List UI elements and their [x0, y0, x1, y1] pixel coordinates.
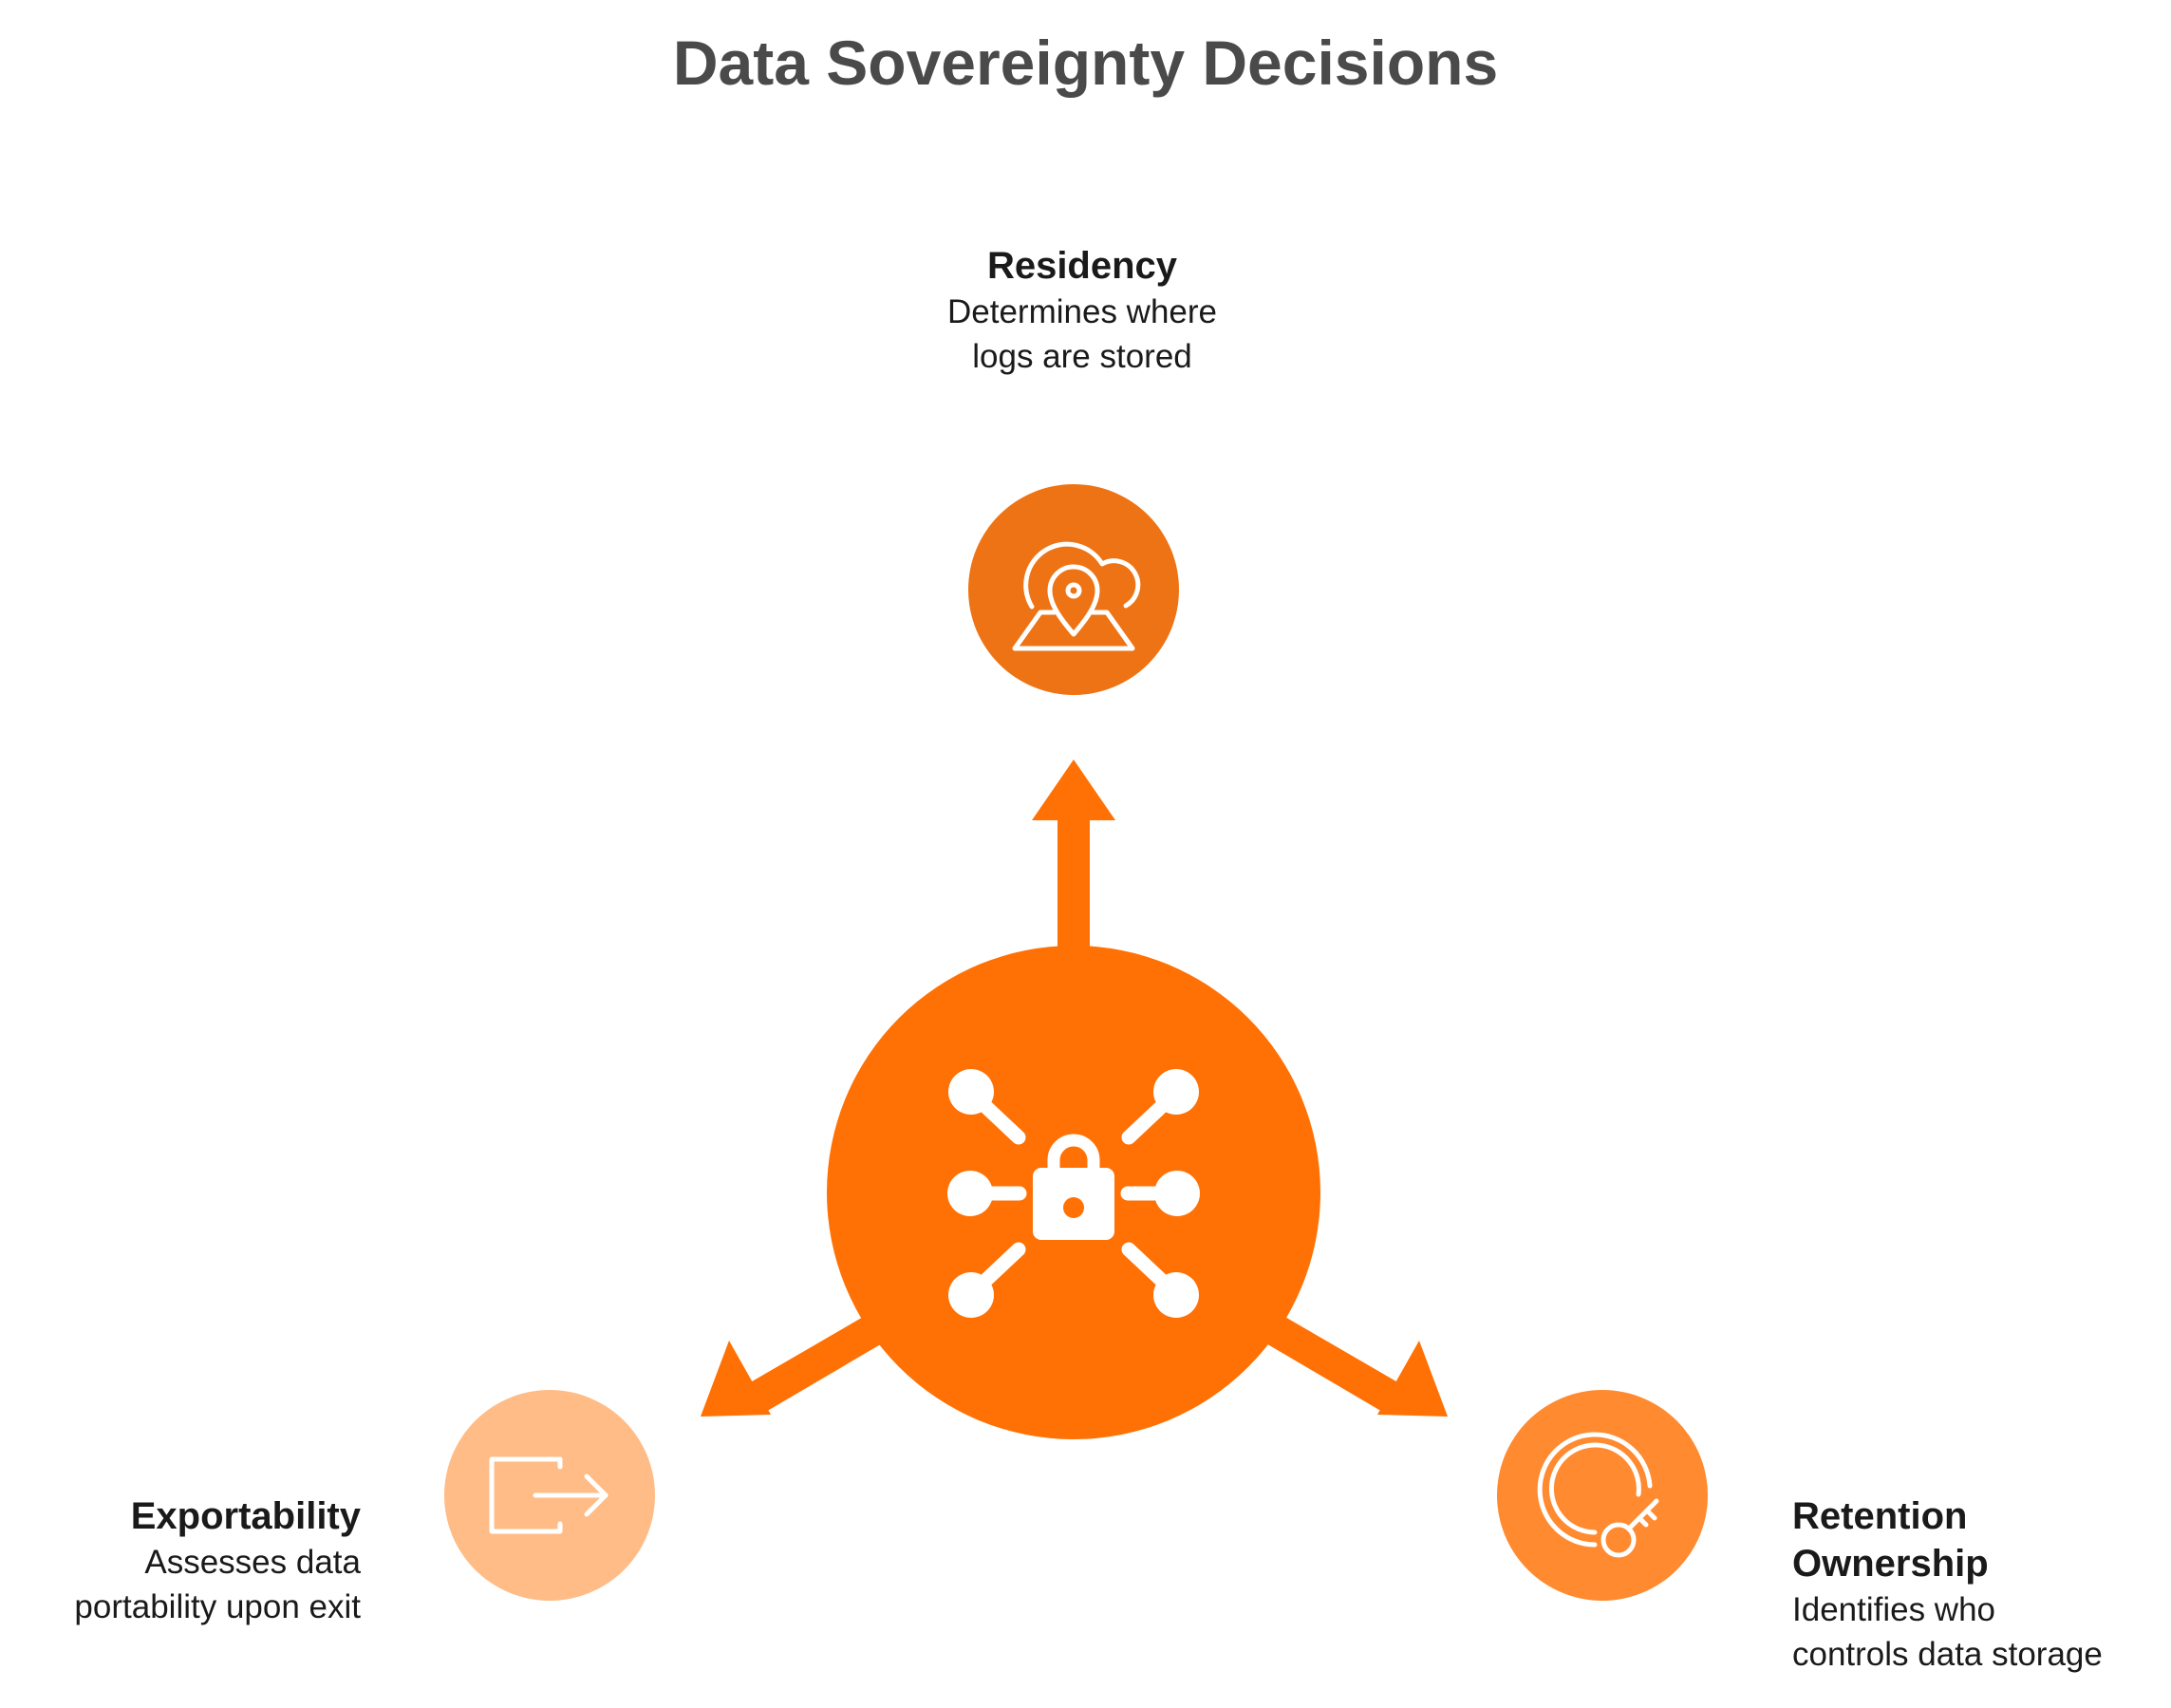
residency-description: Determines where logs are stored	[947, 293, 1217, 375]
residency-circle	[968, 484, 1179, 695]
retention-label: Retention Ownership Identifies who contr…	[1792, 1492, 2167, 1677]
residency-title: Residency	[986, 245, 1178, 287]
residency-label: Residency Determines where logs are stor…	[835, 242, 1329, 379]
retention-title: Retention Ownership	[1792, 1495, 1989, 1585]
arrow-up	[1032, 760, 1115, 959]
diagram-title: Data Sovereignty Decisions	[672, 28, 1499, 98]
retention-description: Identifies who controls data storage	[1792, 1591, 2103, 1673]
retention-circle	[1497, 1390, 1708, 1601]
exportability-description: Assesses data portability upon exit	[74, 1544, 361, 1625]
exportability-label: Exportability Assesses data portability …	[0, 1492, 361, 1629]
network-lock-icon	[947, 1069, 1200, 1318]
key-ring-icon	[1537, 1432, 1659, 1558]
export-arrow-icon	[489, 1456, 608, 1534]
cloud-location-pin-icon	[1012, 541, 1141, 651]
exportability-title: Exportability	[130, 1495, 361, 1537]
arrow-down-left	[701, 1305, 900, 1417]
arrow-down-right	[1248, 1305, 1448, 1417]
